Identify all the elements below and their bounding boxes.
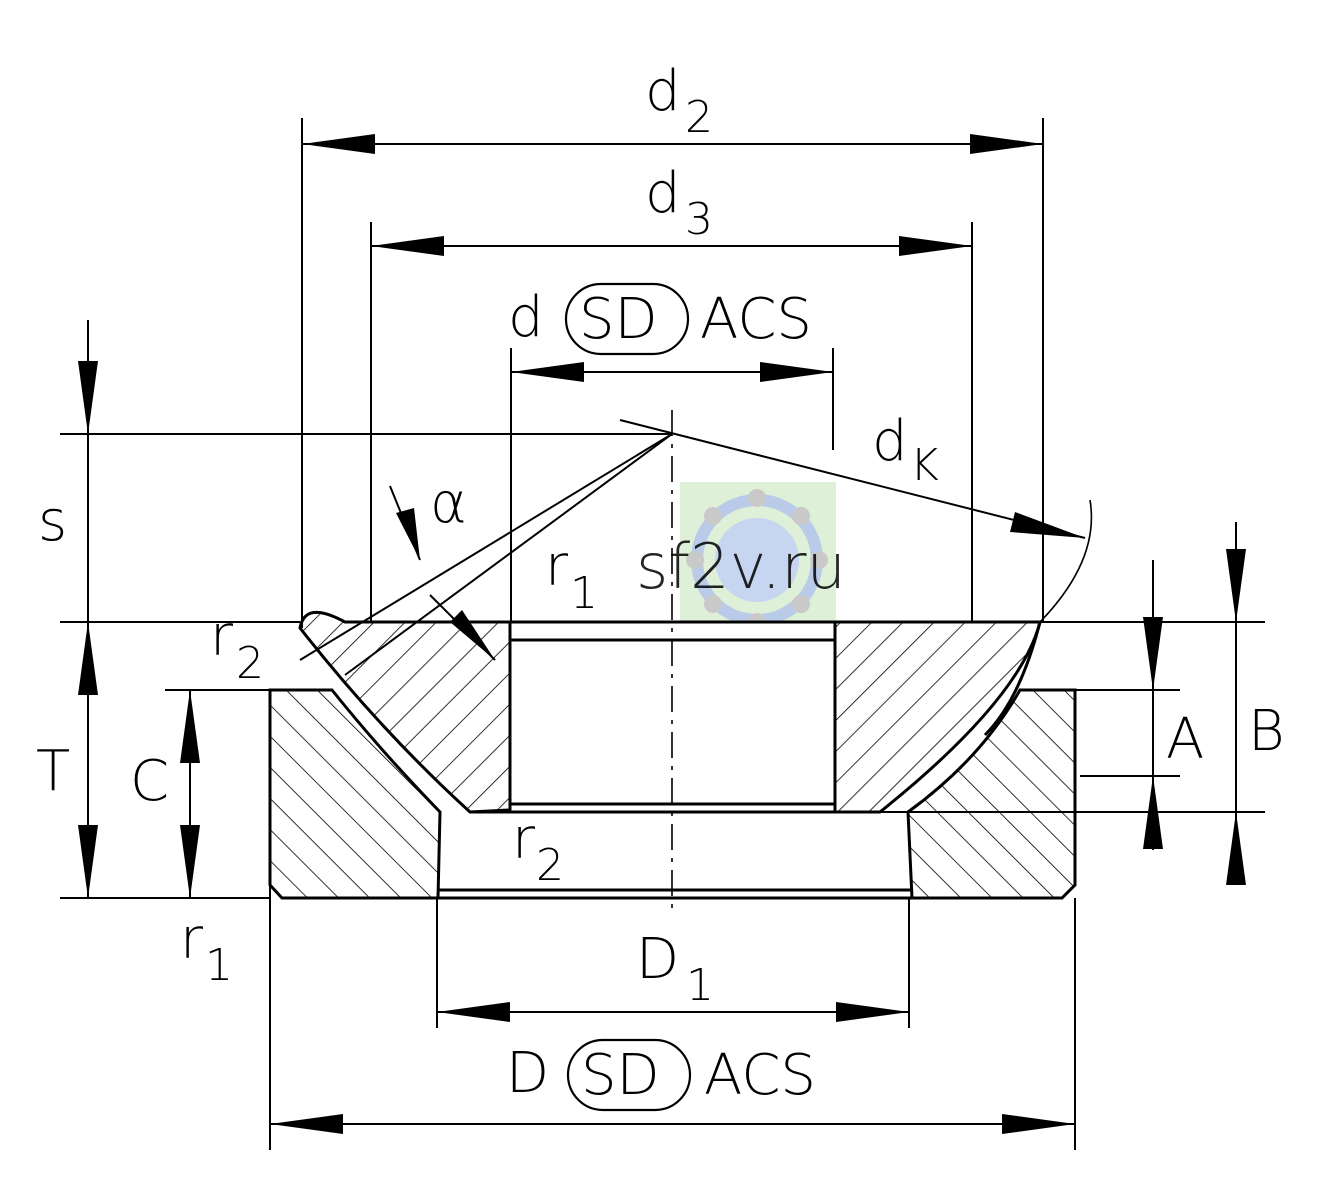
dim-d3 — [371, 236, 972, 256]
label-d2: d 2 — [645, 59, 713, 143]
dim-d2 — [302, 134, 1043, 154]
label-d3-sub: 3 — [685, 194, 713, 245]
dim-s — [78, 320, 98, 622]
label-r1-top: r 1 — [545, 534, 598, 619]
label-d2-main: d — [645, 59, 681, 124]
dim-D — [270, 1114, 1075, 1134]
dim-B — [1226, 522, 1246, 885]
label-D-main: D — [506, 1041, 549, 1106]
label-r2-left-main: r — [210, 604, 233, 669]
bearing-logo-icon — [686, 489, 828, 631]
dim-alpha — [299, 433, 673, 676]
dim-C — [180, 690, 200, 898]
label-r2-left: r 2 — [210, 604, 264, 689]
label-r1-top-main: r — [545, 534, 568, 599]
label-d2-sub: 2 — [685, 92, 713, 143]
label-alpha: α — [430, 471, 467, 536]
label-D-suffix: ACS — [704, 1043, 816, 1108]
outer-ring-left-section — [268, 688, 442, 900]
dim-dK — [619, 419, 1086, 539]
extension-lines — [60, 118, 1265, 1150]
label-D1-sub: 1 — [686, 960, 714, 1011]
label-B: B — [1248, 699, 1285, 764]
sliding-surface-line — [983, 621, 1042, 737]
label-r1-bottom-main: r — [180, 907, 203, 972]
label-C: C — [130, 749, 169, 814]
dim-D1 — [437, 1002, 909, 1022]
label-r2-bottom-main: r — [512, 807, 535, 872]
label-D-tolerance-oval — [566, 1038, 692, 1112]
label-d-tolerance: SD — [579, 287, 658, 352]
label-r2-bottom-sub: 2 — [536, 840, 564, 891]
label-T: T — [36, 739, 70, 804]
watermark: sf2v.ru — [636, 482, 846, 640]
label-dK-main: d — [872, 409, 908, 474]
spherical-surface-arc — [1039, 499, 1093, 623]
label-d-main: d — [508, 285, 544, 350]
watermark-text: sf2v.ru — [636, 530, 846, 603]
label-d3: d 3 — [645, 161, 713, 245]
outer-ring — [268, 688, 1077, 900]
label-D1-main: D — [636, 927, 679, 992]
label-r1-bottom-sub: 1 — [205, 940, 233, 991]
label-d-tolerance-oval — [564, 282, 690, 356]
label-s: s — [38, 489, 67, 554]
label-D-tolerance: SD — [581, 1043, 660, 1108]
label-r1-bottom: r 1 — [180, 907, 233, 991]
label-d3-main: d — [645, 161, 681, 226]
label-r1-top-sub: 1 — [570, 568, 598, 619]
label-D: D SD ACS — [506, 1038, 816, 1112]
label-D1: D 1 — [636, 927, 714, 1011]
dim-d — [511, 362, 833, 382]
label-A: A — [1166, 707, 1204, 772]
label-dK-sub: K — [910, 440, 939, 491]
label-d-suffix: ACS — [700, 287, 812, 352]
inner-ring-left-section — [298, 610, 512, 814]
label-r2-bottom: r 2 — [512, 807, 564, 891]
label-d: d SD ACS — [508, 282, 812, 356]
dim-A — [1143, 560, 1163, 850]
dim-T — [78, 622, 98, 898]
label-dK: d K — [872, 409, 939, 491]
label-r2-left-sub: 2 — [236, 638, 264, 689]
